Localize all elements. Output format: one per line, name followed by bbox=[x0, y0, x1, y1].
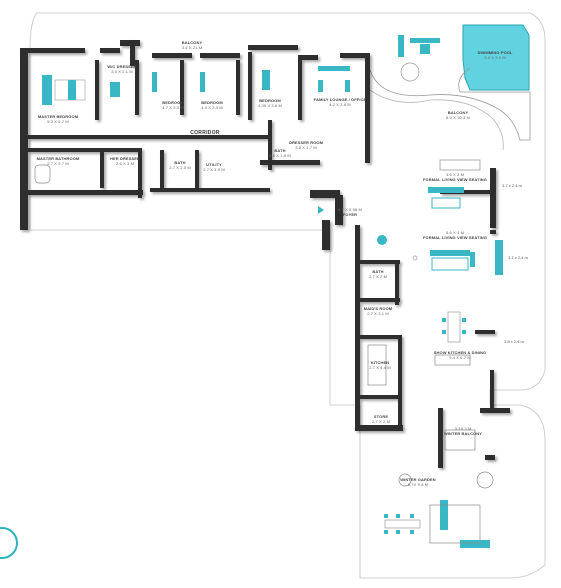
bedroom-bed bbox=[262, 70, 270, 90]
planter bbox=[412, 255, 418, 261]
room-label-bedroom-2: BEDROOM 4.0 X 3.3 M bbox=[201, 100, 223, 110]
winter-balcony-seating bbox=[444, 429, 476, 451]
room-label-bath-kitchen: BATH 2.7 X 2 M bbox=[368, 269, 388, 279]
swimming-pool bbox=[462, 24, 530, 91]
planter bbox=[400, 62, 420, 82]
room-label-family-lounge: FAMILY LOUNGE / OFFICE 4.2 X 3.8 M bbox=[313, 97, 367, 107]
kitchen-counter bbox=[367, 344, 387, 386]
room-label-master-bathroom: MASTER BATHROOM 2.7 X 5.7 M bbox=[36, 156, 80, 166]
side-sofa bbox=[495, 240, 503, 275]
bathtub bbox=[34, 164, 51, 184]
dimension-label-2: 3.1 x 2.4 m bbox=[508, 255, 528, 260]
room-label-store: STORE 2.7 X 2 M bbox=[371, 414, 391, 424]
foyer-table bbox=[377, 235, 387, 245]
bedroom-bed bbox=[152, 72, 157, 92]
room-label-bedroom-1: BEDROOM 4.7 X 3.3 M bbox=[162, 100, 184, 110]
dimension-label-3: 3.8 x 2.4 m bbox=[504, 339, 524, 344]
room-label-winter-balcony: 3.3X 3 M WINTER BALCONY bbox=[443, 426, 483, 436]
room-label-show-kitchen: SHOW KITCHEN & DINING 5.4 X 6.7 M bbox=[433, 350, 487, 360]
room-label-kitchen: KITCHEN 2.7 X 4.4 M bbox=[369, 360, 391, 370]
walls bbox=[20, 40, 510, 468]
living-sofa bbox=[428, 187, 464, 193]
room-label-winter-garden: WINTER GARDEN 8.7X 9.8 M bbox=[400, 477, 436, 487]
room-label-utility: UTILITY 2.7 X 1.9 M bbox=[203, 162, 225, 172]
balcony-curve bbox=[369, 89, 504, 151]
garden-sofa bbox=[440, 500, 448, 530]
room-label-bath-mid: BATH 2.7 X 2.0 M bbox=[169, 160, 191, 170]
room-label-formal-living-1: 3.6 X 3 M FORMAL LIVING VIEW SEATING bbox=[422, 172, 488, 182]
room-label-maids-room: MAID'S ROOM 2.7 X 3.1 M bbox=[363, 306, 393, 316]
room-label-bath-small: BATH 2.6 X 1.8 M bbox=[269, 148, 291, 158]
living-sofa bbox=[430, 250, 470, 256]
room-label-balcony-top: BALCONY 3.4 X 21 M bbox=[181, 40, 203, 50]
master-bed bbox=[42, 75, 52, 105]
room-label-swimming-pool: SWIMMING POOL 3.0 X 3.0 M bbox=[477, 50, 513, 60]
pool-deck bbox=[369, 67, 531, 141]
dimension-label-1: 3.7 x 2.4 m bbox=[502, 183, 522, 188]
kitchen-island bbox=[434, 354, 471, 366]
room-label-balcony-right: BALCONY 8.0 X 10.3 M bbox=[446, 110, 470, 120]
building-outline bbox=[29, 12, 546, 579]
fixtures bbox=[34, 159, 494, 544]
corridor-label: CORRIDOR bbox=[190, 130, 220, 136]
dresser-accent bbox=[110, 82, 120, 97]
room-label-dresser-room: DRESSER ROOM 3.8 X 1.7 M bbox=[288, 140, 324, 150]
room-label-master-bedroom: MASTER BEDROOM 5.3 X 5.2 M bbox=[37, 114, 79, 124]
room-label-foyer: 6.7 X 5.98 M FOYER bbox=[338, 207, 362, 217]
entry-arrow bbox=[318, 206, 324, 214]
room-label-her-dresser: HER DRESSER 2.6 X 3 M bbox=[110, 156, 140, 166]
lounge-sofa bbox=[318, 66, 350, 71]
bedroom-bed bbox=[200, 72, 205, 92]
pool-lounger bbox=[398, 35, 404, 57]
garden-dining bbox=[384, 519, 421, 529]
dining-table bbox=[447, 311, 461, 343]
room-label-formal-living-2: 5.6 X 4 M FORMAL LIVING VIEW SEATING bbox=[422, 230, 488, 240]
room-label-walkin-dresser: W/C DRESSER 3.0 X 2.1 M bbox=[107, 64, 137, 74]
room-label-bedroom-3: BEDROOM 4.05 X 3.6 M bbox=[258, 98, 282, 108]
furniture-accents bbox=[42, 35, 503, 548]
